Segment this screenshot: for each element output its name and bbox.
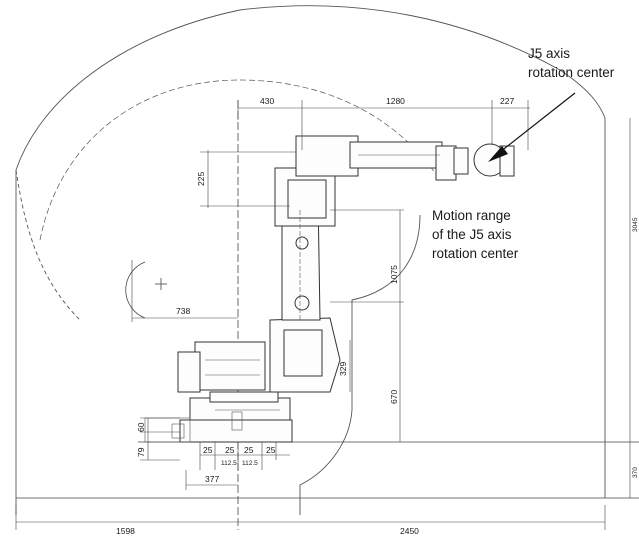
dim-79: 79 [136, 447, 146, 457]
dim-base-25c: 25 [244, 445, 254, 455]
motion-range-line2: of the J5 axis [432, 227, 512, 242]
motion-range-envelope [15, 5, 606, 515]
dim-430: 430 [260, 96, 274, 106]
dim-1598: 1598 [116, 526, 135, 536]
dim-2450: 2450 [400, 526, 419, 536]
dim-227: 227 [500, 96, 514, 106]
dim-base-25b: 25 [225, 445, 235, 455]
dim-3045: 3045 [632, 217, 639, 232]
dim-225: 225 [196, 172, 206, 186]
motion-range-line3: rotation center [432, 246, 519, 261]
j5-label-line1: J5 axis [528, 46, 570, 61]
dimension-lines [15, 100, 631, 530]
dim-329: 329 [338, 362, 348, 376]
j5-arrow [488, 92, 576, 162]
dim-738: 738 [176, 306, 190, 316]
robot-body [177, 135, 515, 443]
j5-label-line2: rotation center [528, 65, 615, 80]
dim-60: 60 [136, 422, 146, 432]
dim-377: 377 [205, 474, 219, 484]
dim-base-25d: 25 [266, 445, 276, 455]
dim-base-112a: 112.5 [221, 460, 237, 467]
rear-arc [125, 261, 167, 319]
dim-1075: 1075 [389, 265, 399, 284]
dim-670: 670 [389, 390, 399, 404]
dim-1280: 1280 [386, 96, 405, 106]
dim-370: 370 [632, 467, 639, 478]
motion-range-line1: Motion range [432, 208, 511, 223]
dim-base-25a: 25 [203, 445, 213, 455]
reach-circle [39, 79, 441, 241]
dim-base-112b: 112.5 [242, 460, 258, 467]
